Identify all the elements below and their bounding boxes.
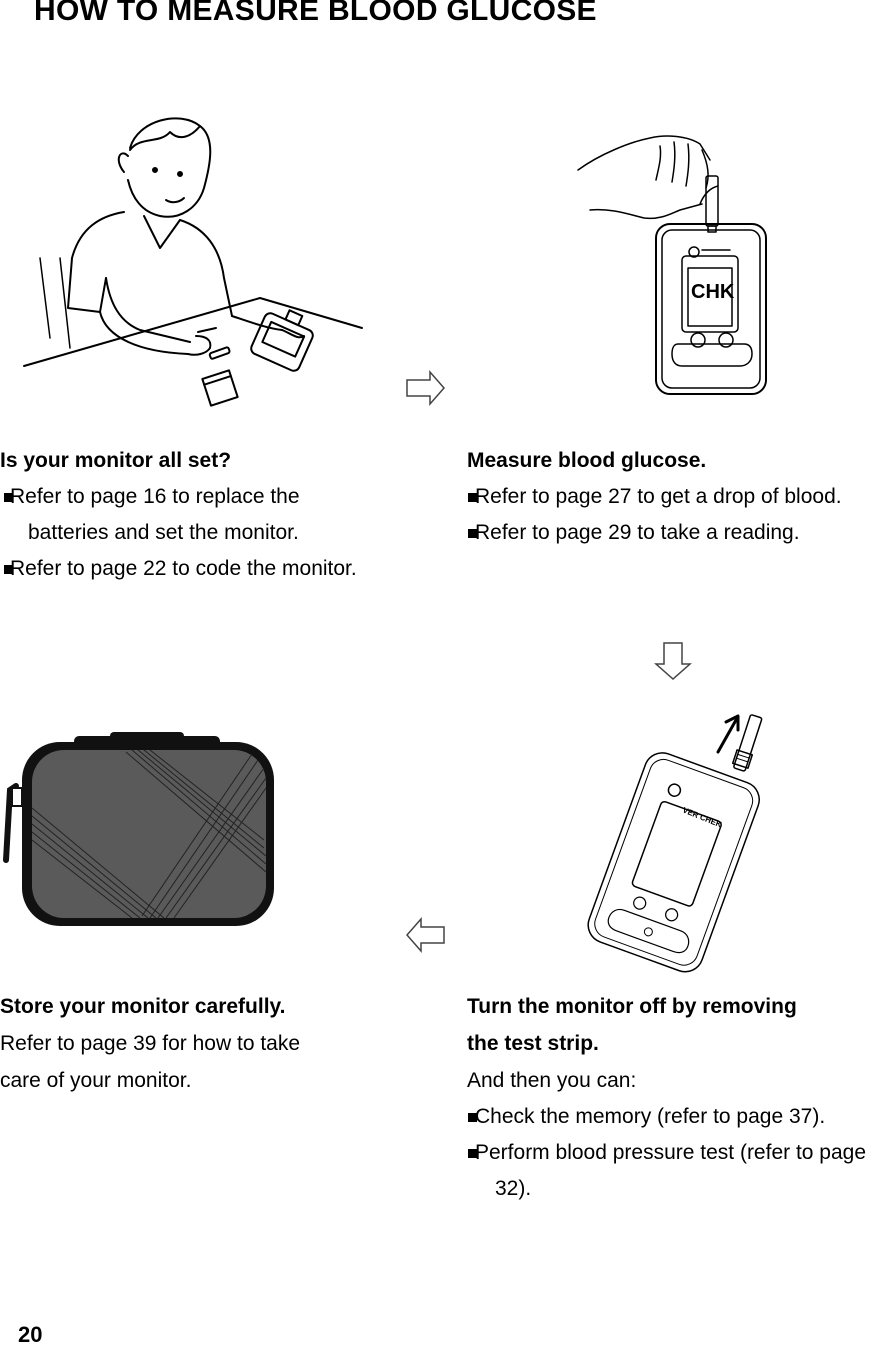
- step-turn-off-intro: And then you can:: [467, 1069, 637, 1092]
- carrying-case-illustration: [3, 732, 274, 926]
- arrow-left-icon: [406, 917, 445, 953]
- step-store-text-line-2: care of your monitor.: [0, 1069, 192, 1092]
- step-1-bullet-1: Refer to page 16 to replace the batterie…: [0, 479, 380, 551]
- step-store-heading: Store your monitor carefully.: [0, 995, 286, 1018]
- meter-with-strip-illustration: CHK: [577, 135, 767, 395]
- step-1-bullet-2-text: Refer to page 22 to code the monitor.: [10, 557, 357, 580]
- step-2-bullet-2: Refer to page 29 to take a reading.: [467, 515, 867, 551]
- bullet-square-icon: [468, 1113, 477, 1122]
- step-1-heading: Is your monitor all set?: [0, 449, 232, 472]
- bullet-square-icon: [4, 565, 13, 574]
- meter-strip-removed-illustration: VER CHEK: [587, 714, 763, 973]
- bullet-square-icon: [4, 493, 13, 502]
- meter-display-text: CHK: [691, 281, 735, 303]
- arrow-down-icon: [654, 642, 692, 681]
- bullet-square-icon: [468, 1149, 477, 1158]
- step-store: Store your monitor carefully. Refer to p…: [0, 988, 380, 1099]
- bullet-square-icon: [468, 529, 477, 538]
- step-turn-off-bullet-1-text: Check the memory (refer to page 37).: [475, 1105, 826, 1128]
- step-2-bullet-1: Refer to page 27 to get a drop of blood.: [467, 479, 867, 515]
- step-store-text-line-1: Refer to page 39 for how to take: [0, 1032, 301, 1055]
- step-1: Is your monitor all set? Refer to page 1…: [0, 442, 380, 587]
- step-turn-off-heading-line-1: Turn the monitor off by removing: [467, 995, 797, 1018]
- bullet-square-icon: [468, 493, 477, 502]
- step-2: Measure blood glucose. Refer to page 27 …: [467, 442, 867, 551]
- step-2-bullet-2-text: Refer to page 29 to take a reading.: [475, 521, 800, 544]
- arrow-right-icon: [406, 370, 445, 406]
- step-1-bullet-2: Refer to page 22 to code the monitor.: [0, 551, 380, 587]
- step-turn-off: Turn the monitor off by removing the tes…: [467, 988, 875, 1207]
- step-turn-off-bullet-2-text: Perform blood pressure test (refer to pa…: [475, 1141, 867, 1200]
- page-title: HOW TO MEASURE BLOOD GLUCOSE: [34, 0, 597, 27]
- step-2-heading: Measure blood glucose.: [467, 449, 707, 472]
- step-turn-off-heading-line-2: the test strip.: [467, 1032, 599, 1055]
- person-setup-illustration: [23, 117, 363, 407]
- step-turn-off-bullet-2: Perform blood pressure test (refer to pa…: [467, 1135, 875, 1207]
- step-turn-off-bullet-1: Check the memory (refer to page 37).: [467, 1099, 875, 1135]
- step-1-bullet-1-text: Refer to page 16 to replace the batterie…: [10, 485, 300, 544]
- step-2-bullet-1-text: Refer to page 27 to get a drop of blood.: [475, 485, 842, 508]
- meter-brand-text: VER CHEK: [681, 806, 723, 830]
- page-number: 20: [18, 1322, 43, 1347]
